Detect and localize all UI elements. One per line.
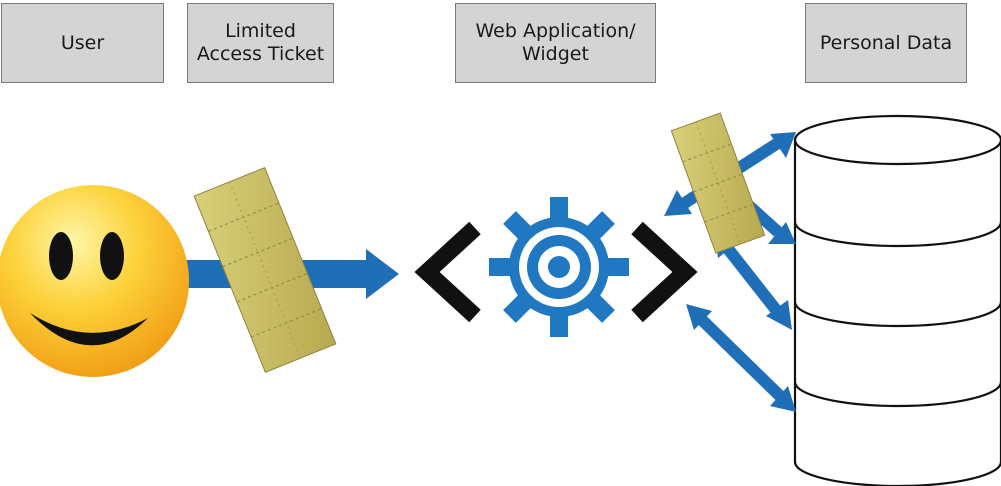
ticket-strip-icon (193, 167, 337, 373)
webapp-label-box: Web Application/ Widget (455, 3, 656, 83)
webapp-label: Web Application/ Widget (475, 20, 636, 65)
database-cylinder-icon (793, 114, 1001, 486)
ticket-label: Limited Access Ticket (196, 20, 325, 65)
personal-data-label-box: Personal Data (805, 3, 967, 83)
user-label-box: User (1, 3, 164, 83)
ticket-strip-db-icon (670, 112, 766, 254)
code-brackets-icon (414, 221, 698, 323)
gear-icon (489, 197, 629, 337)
personal-data-label: Personal Data (819, 31, 953, 54)
user-label: User (60, 31, 105, 54)
smiley-face-icon (0, 185, 189, 377)
ticket-label-box: Limited Access Ticket (187, 3, 334, 83)
arrow-db-bottom (686, 304, 796, 412)
